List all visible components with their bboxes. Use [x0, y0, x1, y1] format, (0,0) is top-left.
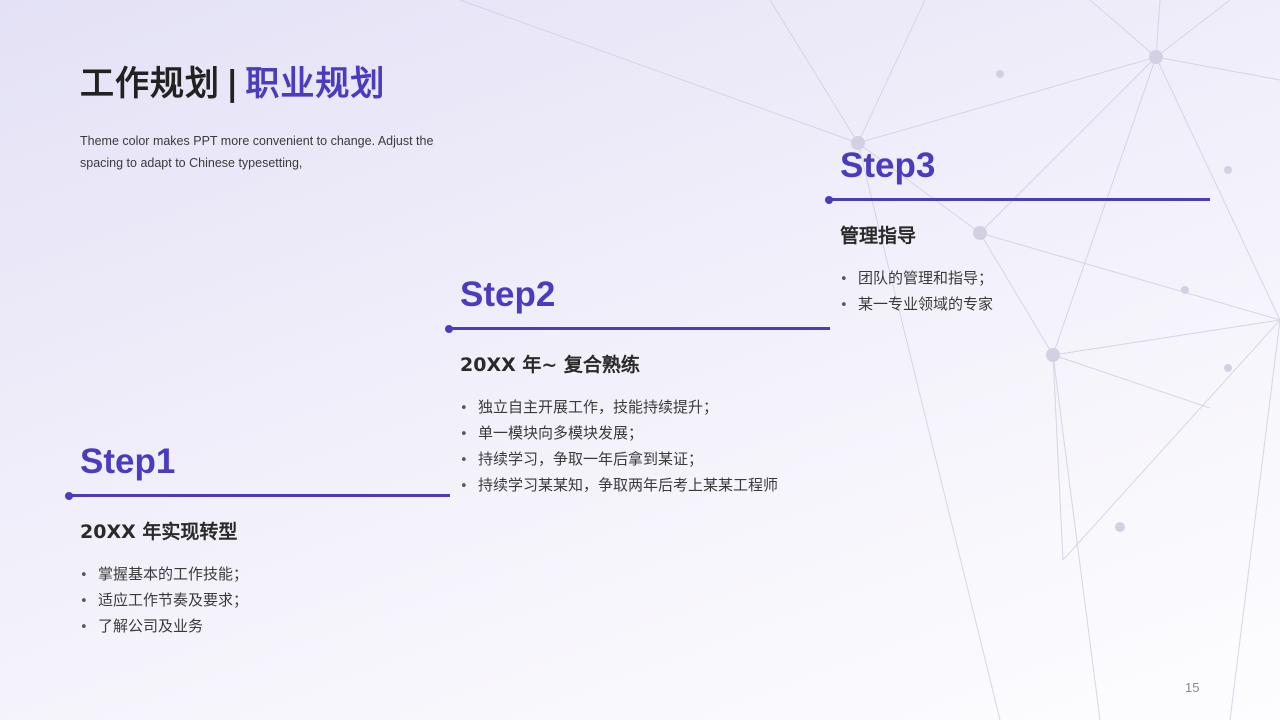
bullet-icon: • — [80, 594, 88, 609]
bullet-icon: • — [460, 401, 468, 416]
step-2-bullets: • 独立自主开展工作，技能持续提升； • 单一模块向多模块发展； • 持续学习，争取一… — [448, 395, 830, 499]
step-2: Step2 20XX 年~ 复合熟练 • 独立自主开展工作，技能持续提升； • 单一… — [445, 275, 830, 499]
step-2-heading: 20XX 年~ 复合熟练 — [460, 354, 640, 376]
list-item-text: 持续学习某某知，争取两年后考上某某工程师 — [478, 476, 779, 494]
step-1-bullets: • 掌握基本的工作技能； • 适应工作节奏及要求； • 了解公司及业务 — [68, 562, 450, 640]
subtitle-text: Theme color makes PPT more convenient to… — [80, 134, 434, 170]
bullet-icon: • — [80, 568, 88, 583]
list-item: • 单一模块向多模块发展； — [460, 421, 830, 447]
list-item-text: 掌握基本的工作技能； — [98, 565, 249, 583]
list-item: • 适应工作节奏及要求； — [80, 588, 450, 614]
bullet-icon: • — [840, 272, 848, 287]
step-2-divider — [445, 324, 830, 333]
bullet-icon: • — [840, 298, 848, 313]
list-item-text: 某一专业领域的专家 — [858, 295, 994, 313]
title-main: 工作规划 — [80, 64, 220, 104]
step-1-label: Step1 — [80, 442, 176, 481]
list-item: • 持续学习某某知，争取两年后考上某某工程师 — [460, 473, 830, 499]
list-item: • 某一专业领域的专家 — [840, 292, 1210, 318]
title-separator: | — [226, 64, 240, 104]
list-item-text: 持续学习，争取一年后拿到某证； — [478, 450, 704, 468]
list-item-text: 单一模块向多模块发展； — [478, 424, 644, 442]
step-1: Step1 20XX 年实现转型 • 掌握基本的工作技能； • 适应工作节奏及要求；… — [65, 442, 450, 640]
list-item: • 了解公司及业务 — [80, 614, 450, 640]
step-3-divider — [825, 195, 1210, 204]
step-2-dot — [445, 324, 453, 333]
step-1-dot — [65, 491, 73, 500]
bullet-icon: • — [460, 453, 468, 468]
list-item: • 团队的管理和指导； — [840, 266, 1210, 292]
step-3-label: Step3 — [840, 146, 936, 185]
list-item-text: 适应工作节奏及要求； — [98, 591, 249, 609]
list-item: • 掌握基本的工作技能； — [80, 562, 450, 588]
list-item-text: 了解公司及业务 — [98, 617, 204, 635]
bullet-icon: • — [460, 427, 468, 442]
step-2-label: Step2 — [460, 275, 556, 314]
list-item: • 独立自主开展工作，技能持续提升； — [460, 395, 830, 421]
bullet-icon: • — [460, 479, 468, 494]
step-1-heading: 20XX 年实现转型 — [80, 521, 238, 543]
step-1-divider — [65, 491, 450, 500]
page-title: 工作规划|职业规划 — [80, 56, 385, 105]
bullet-icon: • — [80, 620, 88, 635]
step-3-dot — [825, 195, 833, 204]
list-item: • 持续学习，争取一年后拿到某证； — [460, 447, 830, 473]
list-item-text: 独立自主开展工作，技能持续提升； — [478, 398, 719, 416]
step-3-heading: 管理指导 — [840, 225, 917, 247]
step-3-bullets: • 团队的管理和指导； • 某一专业领域的专家 — [828, 266, 1210, 318]
list-item-text: 团队的管理和指导； — [858, 269, 994, 287]
page-number: 15 — [1185, 680, 1200, 695]
title-accent: 职业规划 — [245, 64, 386, 104]
step-3: Step3 管理指导 • 团队的管理和指导； • 某一专业领域的专家 — [825, 146, 1210, 318]
